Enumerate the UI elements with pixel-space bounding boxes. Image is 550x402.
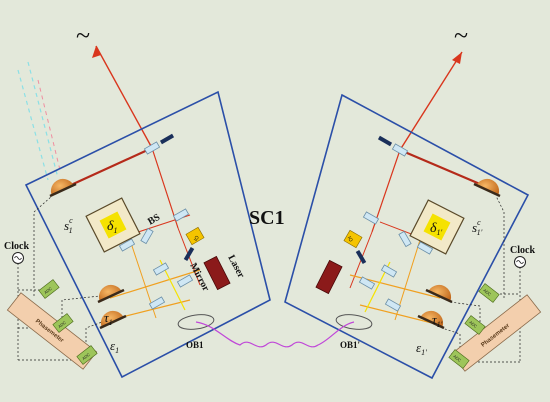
tau1p-base: τ: [432, 312, 438, 327]
delta1p-base: δ: [430, 221, 437, 236]
left-readout-chain: [6, 195, 103, 370]
diagram-title: SC1: [249, 207, 285, 229]
laser-label: Laser: [225, 253, 246, 280]
adc-labels: ADC ADC ADC ADC ADC ADC: [43, 286, 492, 363]
right-optical-bench: [284, 93, 530, 380]
fiber-link: [195, 321, 355, 348]
laser-body: [203, 255, 231, 291]
eps1p-label: ε1': [416, 340, 427, 357]
delta1-sub: 1: [114, 226, 118, 235]
s1pc-sub: 1': [477, 228, 483, 237]
detector-eps1p: [417, 310, 445, 330]
fiber-coupler-left: [177, 314, 215, 330]
left-optical-bench: [24, 90, 271, 379]
tilde-left: ~: [76, 21, 90, 50]
detector-eps1: [99, 310, 127, 330]
bs-label: BS: [146, 212, 162, 228]
tau1-base: τ: [104, 310, 110, 325]
detector-s1pc: [473, 178, 501, 198]
tilde-right: ~: [454, 21, 468, 50]
s1c-base: s: [64, 218, 69, 233]
s1pc-base: s: [472, 220, 477, 235]
delta1p-sub: 1': [437, 228, 443, 237]
right-readout-chain: [441, 195, 542, 372]
incoming-light-left: [17, 61, 61, 181]
clock-right-label: Clock: [510, 245, 535, 256]
left-output-beam: [95, 45, 153, 149]
right-beam-arrow: [452, 52, 462, 64]
delta1-base: δ: [107, 219, 114, 234]
adc-label-l3: ADC: [81, 352, 91, 361]
tau1-label: τ1: [104, 310, 113, 327]
adc-left-3: [76, 345, 98, 365]
detector-s1c: [49, 178, 77, 198]
io-left-label: IO: [193, 235, 201, 243]
tau1p-sub: 1': [437, 320, 443, 329]
delta1p-label: δ1': [430, 221, 443, 237]
eps1p-sub: 1': [421, 348, 427, 357]
adc-label-r1: ADC: [482, 288, 492, 297]
tau1p-label: τ1': [432, 312, 443, 329]
adc-label-r2: ADC: [468, 320, 478, 329]
eps1p-base: ε: [416, 340, 422, 355]
ob1p-label: OB1': [340, 340, 360, 350]
detector-tau1: [97, 284, 125, 304]
adc-left-2: [52, 313, 74, 333]
io-right: [343, 229, 363, 249]
adc-left-1: [38, 279, 60, 299]
right-output-beam: [399, 51, 463, 151]
io-right-label: IO: [346, 236, 354, 244]
eps1-label: ε1: [110, 338, 119, 355]
fiber-coupler-right: [335, 314, 373, 330]
adc-right-1: [478, 283, 500, 303]
left-bench-frame: [24, 90, 271, 379]
adc-label-r3: ADC: [452, 354, 462, 363]
adc-label-l2: ADC: [57, 320, 67, 329]
s1c-sub: 1: [69, 226, 73, 235]
adc-right-2: [464, 315, 486, 335]
io-left: [185, 226, 205, 246]
right-bench-frame: [284, 93, 530, 380]
delta1-label: δ1: [107, 219, 118, 235]
laser-body-right: [315, 259, 343, 295]
detector-tau1p: [425, 284, 453, 304]
adc-label-l1: ADC: [43, 286, 53, 295]
s1pc-sup: c: [477, 218, 481, 227]
eps1-sub: 1: [115, 346, 119, 355]
left-beam-arrow: [92, 46, 101, 58]
tau1-sub: 1: [109, 318, 113, 327]
s1c-sup: c: [69, 216, 73, 225]
ob1-label: OB1: [186, 340, 204, 350]
eps1-base: ε: [110, 338, 116, 353]
clock-left-label: Clock: [4, 241, 29, 252]
adc-right-3: [448, 349, 470, 369]
